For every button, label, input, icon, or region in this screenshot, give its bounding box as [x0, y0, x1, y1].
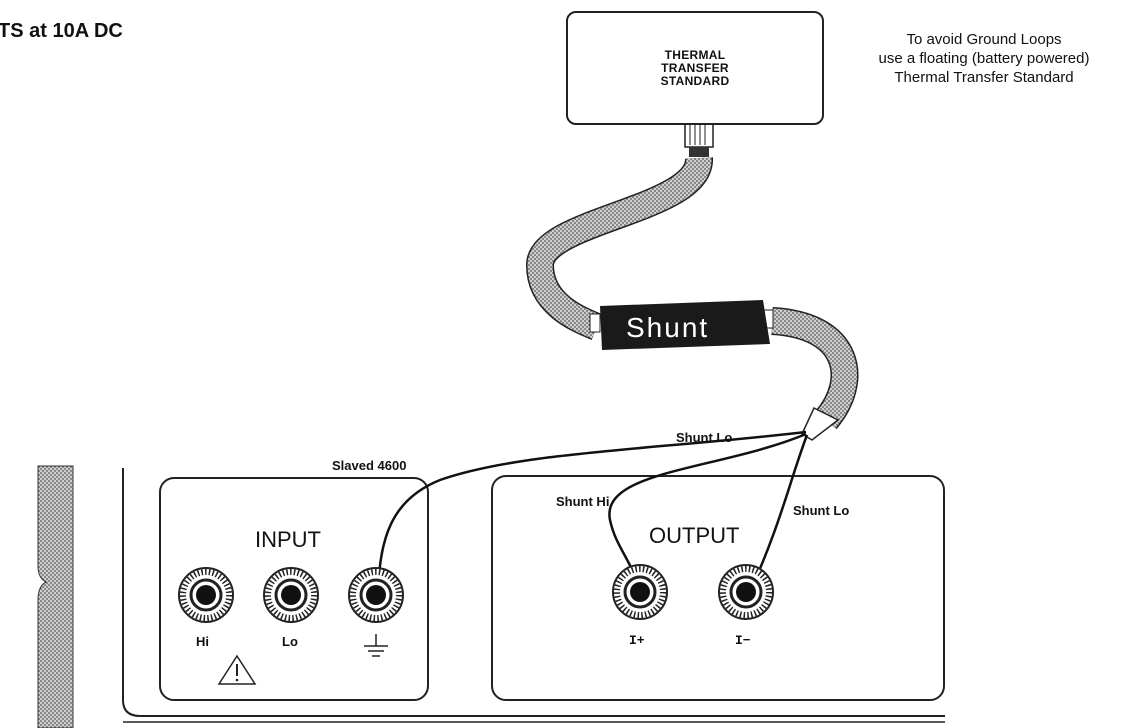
- terminal-input-lo[interactable]: [263, 567, 319, 623]
- shunt-label: Shunt: [626, 312, 710, 343]
- tts-connector: [684, 122, 714, 157]
- cable-splitter: [801, 406, 840, 441]
- shunt-lo-output-lead-label: Shunt Lo: [793, 503, 850, 518]
- warning-icon: [217, 654, 257, 685]
- terminal-hi-label: Hi: [196, 634, 209, 649]
- lead-shunt-lo-to-input: [376, 430, 807, 593]
- note-line-1: To avoid Ground Loops: [906, 31, 1062, 48]
- input-panel-frame: [159, 477, 429, 701]
- note-line-2: use a floating (battery powered): [878, 50, 1090, 67]
- shunt-body: [589, 300, 774, 350]
- terminal-input-hi[interactable]: [178, 567, 234, 623]
- input-panel-title: INPUT: [255, 527, 321, 552]
- terminal-output-i-minus[interactable]: [718, 564, 774, 620]
- terminal-i-minus-label: I−: [735, 633, 751, 648]
- slaved-4600-label: Slaved 4600: [332, 458, 407, 473]
- terminal-output-i-plus[interactable]: [612, 564, 668, 620]
- shunt-lo-lead-label: Shunt Lo: [676, 430, 733, 445]
- instrument-chassis: [122, 468, 945, 717]
- diagram-title: TS at 10A DC: [0, 20, 123, 42]
- shunt-hi-lead-label: Shunt Hi: [556, 494, 610, 509]
- thermal-transfer-standard-box: THERMAL TRANSFER STANDARD: [566, 11, 824, 125]
- tts-label-line-3: STANDARD: [660, 73, 730, 88]
- note-line-3: Thermal Transfer Standard: [894, 69, 1074, 86]
- side-panel-strip: [37, 465, 74, 728]
- output-panel-frame: [491, 475, 945, 701]
- ground-loop-note: To avoid Ground Loops use a floating (ba…: [822, 30, 1136, 87]
- tts-label-line-2: TRANSFER: [661, 60, 729, 75]
- ground-icon: [364, 634, 388, 657]
- output-panel-title: OUTPUT: [649, 523, 740, 548]
- terminal-i-plus-label: I+: [629, 633, 645, 648]
- tts-label-line-1: THERMAL: [664, 47, 726, 62]
- terminal-input-ground[interactable]: [348, 567, 404, 623]
- lead-shunt-hi: [608, 432, 807, 593]
- terminal-lo-label: Lo: [282, 634, 298, 649]
